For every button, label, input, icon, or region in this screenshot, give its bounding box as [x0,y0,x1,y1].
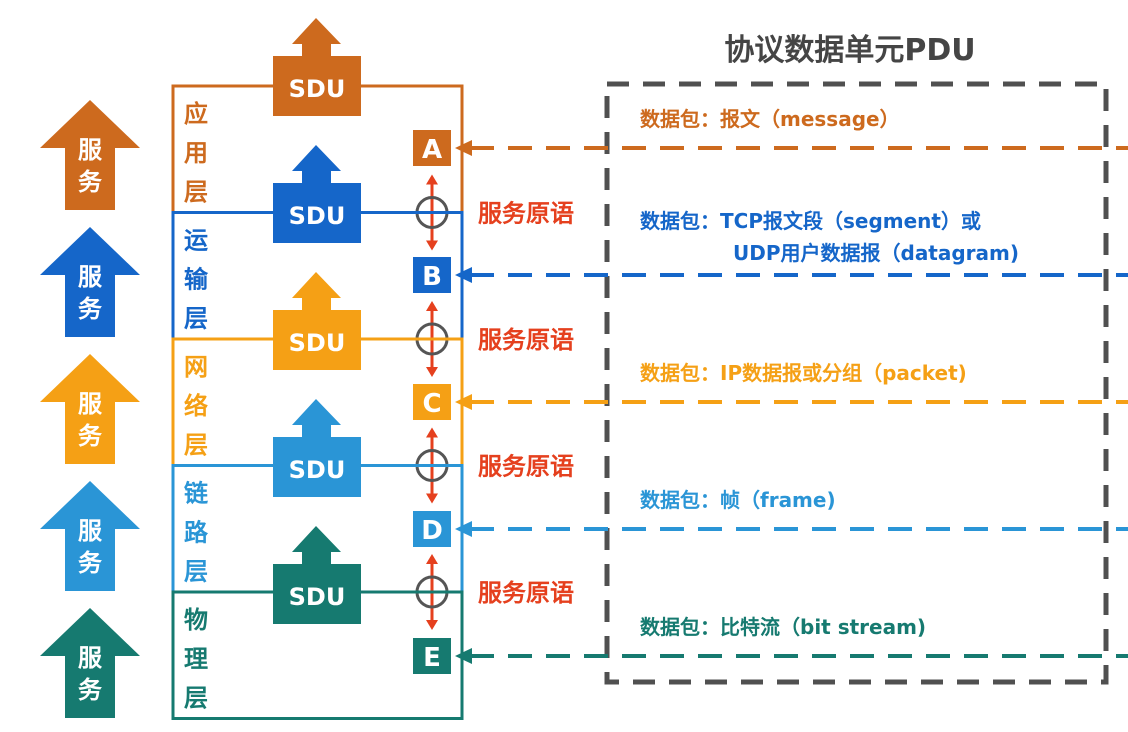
layer-name: 输 [184,266,209,294]
pdu-dashed-box [604,81,1109,685]
pdu-text: 数据包：帧（frame) [640,488,836,512]
arrow-down-icon [426,240,438,251]
sdu-arrow-icon [292,399,341,437]
service-label: 务 [78,549,103,577]
arrow-left-icon [455,394,472,410]
sap-box [413,638,451,674]
layer-name: 层 [184,684,208,712]
arrow-up-icon [426,427,438,438]
service-arrow-icon [40,608,140,718]
primitive-label: 服务原语 [478,200,574,228]
layer-app: 服务 应用层 SDU A 数据包：报文（message） [40,18,1128,214]
layer-name: 层 [184,305,208,333]
sap-label: B [422,262,442,292]
pdu-text: 数据包：报文（message） [640,107,900,131]
layer-name: 路 [184,519,209,547]
sdu-arrow-icon [292,18,341,56]
layer-name: 用 [184,139,208,167]
sdu-label: SDU [289,75,346,103]
service-primitive: 服务原语 [415,301,574,377]
arrow-down-icon [426,493,438,504]
layer-transport: 服务运输层SDUB数据包：TCP报文段（segment）或UDP用户数据报（da… [40,145,1128,341]
primitive-label: 服务原语 [478,453,574,481]
sdu-box [273,183,361,243]
pdu-text: 数据包：TCP报文段（segment）或 [640,209,981,233]
arrow-up-icon [426,554,438,564]
arrow-down-icon [426,367,438,377]
sap-label: E [423,643,441,673]
sap-box [413,257,451,293]
arrow-left-icon [455,648,472,664]
sap-label: D [421,516,443,546]
sap-label: A [422,135,442,165]
service-arrow-icon [40,481,140,591]
service-label: 服 [78,644,103,672]
layer-name: 运 [184,227,208,255]
sap-box [413,130,451,166]
primitive-label: 服务原语 [478,579,574,607]
sdu-box [273,564,361,624]
pdu-text: UDP用户数据报（datagram) [733,241,1019,265]
layer-name: 理 [184,645,208,673]
sdu-label: SDU [289,202,346,230]
service-primitive: 服务原语 [415,427,574,504]
service-label: 务 [78,676,103,704]
sdu-arrow-icon [292,145,341,183]
sap-box [413,511,451,547]
primitive-label: 服务原语 [478,326,574,354]
sdu-label: SDU [289,456,346,484]
sdu-label: SDU [289,583,346,611]
service-arrow-icon [40,354,140,464]
layer-name: 层 [184,178,208,206]
pdu-title: 协议数据单元PDU [724,33,975,68]
layer-name: 应 [184,100,208,128]
sdu-arrow-icon [292,272,341,310]
layer-name: 物 [184,606,208,634]
service-label: 服 [78,517,103,545]
service-label: 服 [78,136,103,164]
layer-name: 层 [184,558,208,586]
service-label: 服 [78,263,103,291]
sap-label: C [422,389,441,419]
service-label: 务 [78,295,103,323]
arrow-left-icon [455,521,472,537]
layer-name: 链 [184,480,209,508]
sdu-label: SDU [289,329,346,357]
sdu-box [273,56,361,116]
layer-name: 层 [184,431,208,459]
sdu-arrow-icon [292,526,341,564]
service-label: 务 [78,422,103,450]
arrow-left-icon [455,267,472,283]
service-arrow-icon [40,100,140,210]
sap-box [413,384,451,420]
service-label: 服 [78,390,103,418]
arrow-down-icon [426,620,438,630]
service-label: 务 [78,168,103,196]
sdu-box [273,437,361,497]
arrow-up-icon [426,174,438,185]
pdu-text: 数据包：IP数据报或分组（packet) [640,361,967,385]
service-arrow-icon [40,227,140,337]
layer-name: 络 [184,392,208,420]
layer-name: 网 [184,353,208,381]
sdu-box [273,310,361,370]
arrow-left-icon [455,140,472,156]
pdu-text: 数据包：比特流（bit stream) [640,615,926,639]
arrow-up-icon [426,301,438,311]
